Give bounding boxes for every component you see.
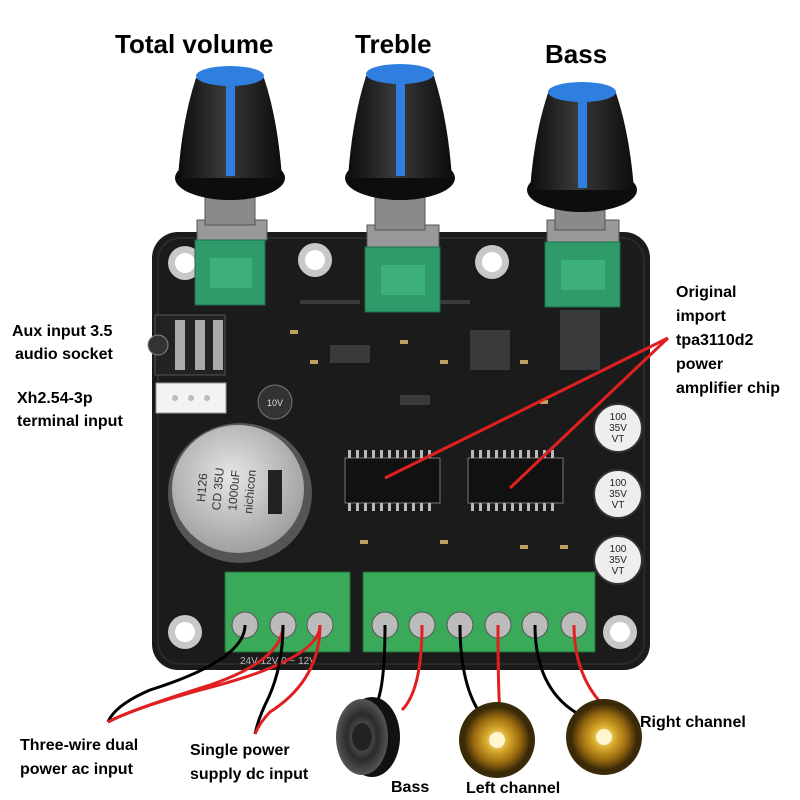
amplifier-chip-left bbox=[344, 450, 441, 511]
label-single-line2: supply dc input bbox=[190, 766, 309, 783]
label-left-channel: Left channel bbox=[466, 780, 561, 797]
speaker-wires bbox=[376, 624, 611, 721]
svg-text:VT: VT bbox=[612, 500, 625, 511]
label-total-volume: Total volume bbox=[115, 29, 274, 59]
svg-text:35V: 35V bbox=[609, 555, 627, 566]
bass-speaker bbox=[336, 697, 400, 777]
terminal-silkscreen: 24V 12V 0 ~ 12V bbox=[240, 656, 316, 667]
label-bass-knob: Bass bbox=[545, 39, 608, 69]
mounting-hole bbox=[168, 615, 202, 649]
label-aux-line1: Aux input 3.5 bbox=[12, 323, 113, 340]
left-channel-speaker bbox=[459, 702, 535, 778]
svg-text:VT: VT bbox=[612, 434, 625, 445]
aux-audio-socket bbox=[147, 314, 226, 376]
svg-text:35V: 35V bbox=[609, 423, 627, 434]
output-terminal-block bbox=[362, 571, 596, 653]
amplifier-chip-right bbox=[467, 450, 564, 511]
svg-text:35V: 35V bbox=[609, 489, 627, 500]
mounting-hole bbox=[603, 615, 637, 649]
label-chip-line1: Original bbox=[676, 284, 737, 301]
pcb-board bbox=[152, 232, 650, 670]
knob-treble bbox=[345, 64, 455, 231]
label-dual-line2: power ac input bbox=[20, 761, 133, 778]
mounting-hole bbox=[168, 246, 202, 280]
knob-bass bbox=[527, 82, 637, 231]
svg-text:100: 100 bbox=[610, 412, 627, 423]
cap-text: H126 bbox=[194, 472, 210, 502]
label-xh-line2: terminal input bbox=[17, 413, 123, 430]
pot-treble bbox=[364, 224, 441, 313]
mounting-hole bbox=[475, 245, 509, 279]
cap-text: CD 35U bbox=[209, 467, 227, 511]
label-xh-line1: Xh2.54-3p bbox=[17, 390, 93, 407]
mounting-hole bbox=[298, 243, 332, 277]
capacitor-right-2: 100 35V VT bbox=[593, 469, 643, 519]
svg-text:VT: VT bbox=[612, 566, 625, 577]
cap-text: nichicon bbox=[241, 469, 259, 514]
cap-text: 1000uF bbox=[225, 469, 242, 511]
pot-bass bbox=[544, 219, 621, 308]
power-terminal-block bbox=[224, 571, 351, 653]
capacitor-right-3: 100 35V VT bbox=[593, 535, 643, 585]
svg-text:100: 100 bbox=[610, 478, 627, 489]
label-aux-line2: audio socket bbox=[15, 346, 113, 363]
power-wires bbox=[106, 624, 322, 735]
label-chip-line4: power bbox=[676, 356, 724, 373]
xh-terminal-connector bbox=[155, 382, 227, 414]
big-electrolytic-capacitor: H126 CD 35U 1000uF nichicon bbox=[168, 423, 312, 563]
label-single-line1: Single power bbox=[190, 742, 290, 759]
svg-text:100: 100 bbox=[610, 544, 627, 555]
svg-text:10V: 10V bbox=[267, 398, 283, 408]
label-chip-line3: tpa3110d2 bbox=[676, 332, 754, 349]
label-treble: Treble bbox=[355, 29, 432, 59]
right-channel-speaker bbox=[566, 699, 642, 775]
knob-total-volume bbox=[175, 66, 285, 226]
label-dual-line1: Three-wire dual bbox=[20, 737, 139, 754]
pot-total-volume bbox=[194, 219, 268, 306]
capacitor-right-1: 100 35V VT bbox=[593, 403, 643, 453]
label-bass-speaker: Bass bbox=[391, 779, 430, 796]
small-capacitor: 10V bbox=[257, 384, 293, 420]
label-right-channel: Right channel bbox=[640, 714, 746, 731]
chip-pointer-lines bbox=[384, 336, 670, 490]
label-chip-line5: amplifier chip bbox=[676, 380, 781, 397]
label-chip-line2: import bbox=[676, 308, 726, 325]
